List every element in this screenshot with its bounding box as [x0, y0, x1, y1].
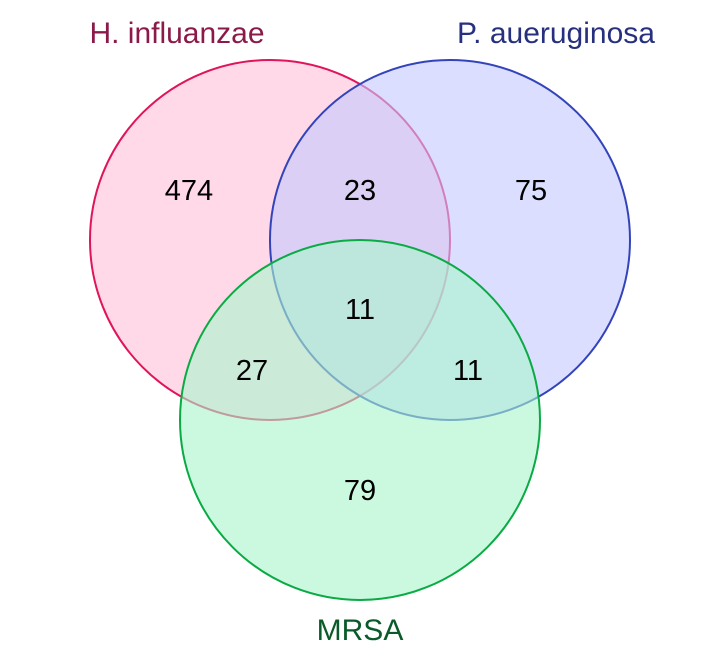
all-three-count: 11	[345, 294, 375, 326]
mrsa-only-count: 79	[344, 475, 376, 507]
h-only-count: 474	[165, 175, 213, 207]
h-and-p-count: 23	[344, 175, 376, 207]
p-only-count: 75	[515, 175, 547, 207]
p-aeruginosa-label: P. aueruginosa	[457, 17, 655, 50]
mrsa-circle	[179, 239, 541, 601]
p-and-mrsa-count: 11	[453, 355, 483, 387]
h-influenzae-label: H. influanzae	[89, 17, 264, 50]
mrsa-label: MRSA	[317, 614, 404, 647]
h-and-mrsa-count: 27	[236, 355, 268, 387]
